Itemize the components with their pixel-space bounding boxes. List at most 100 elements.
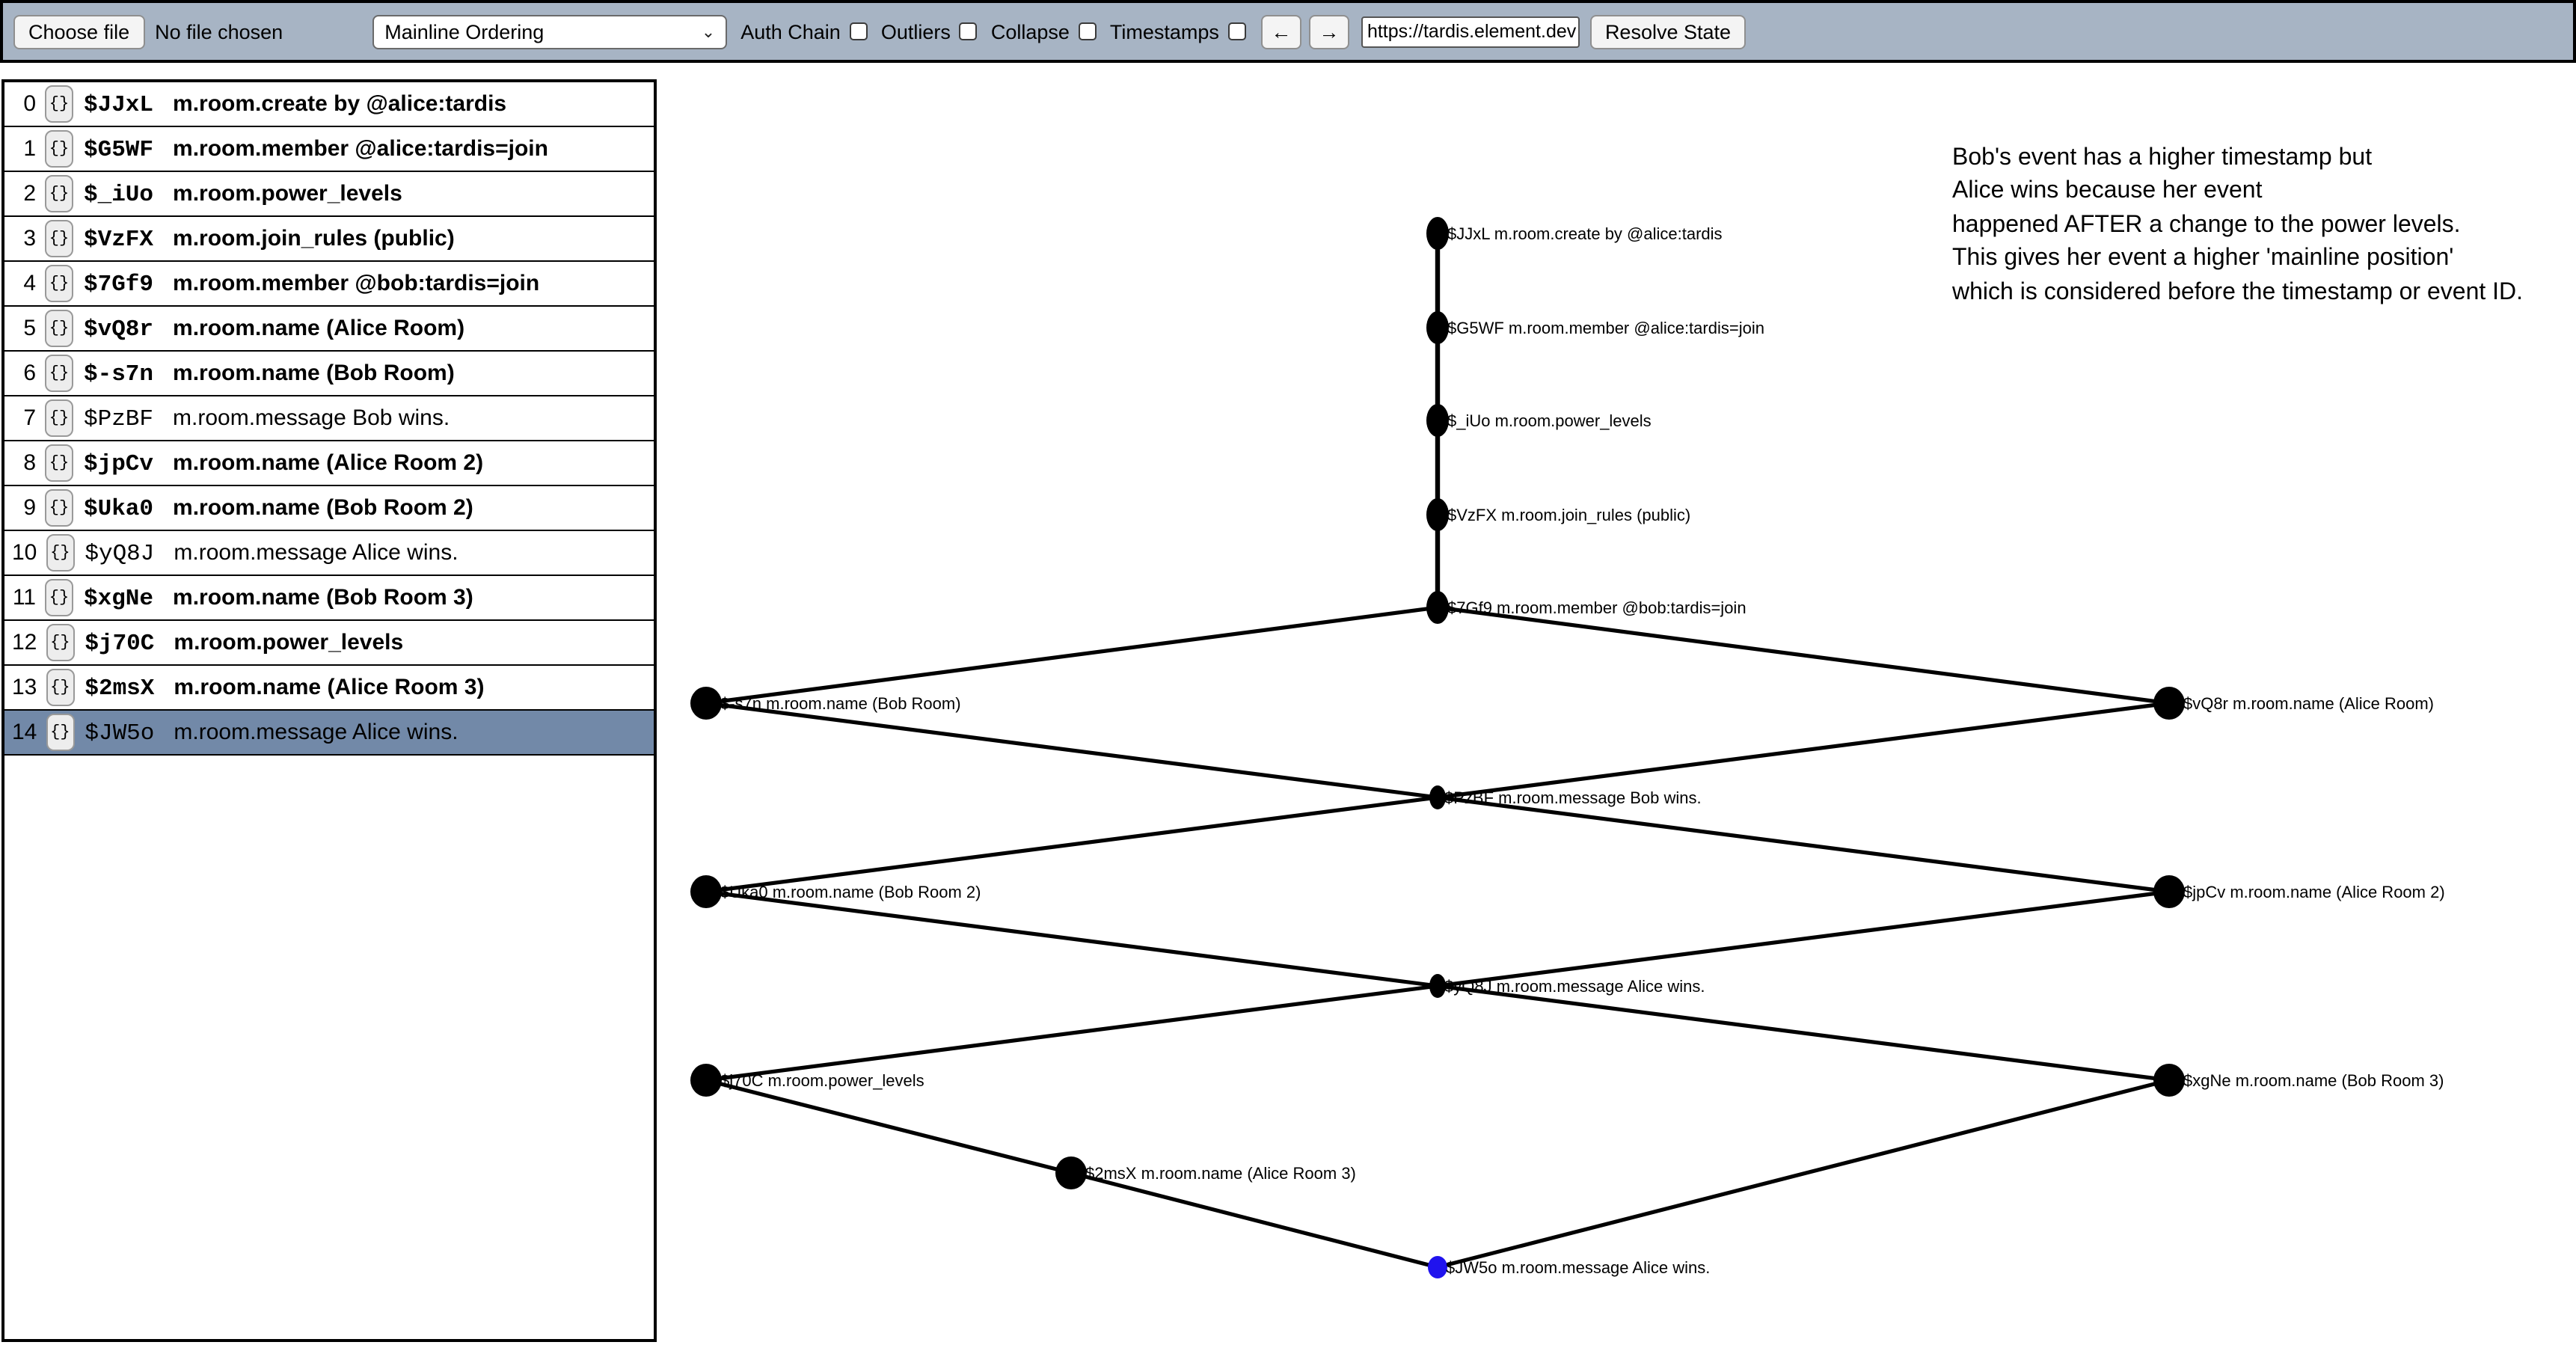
event-id: $G5WF [84,135,154,162]
graph-node[interactable] [1426,311,1449,344]
event-id: $2msX [85,674,155,701]
collapse-checkbox[interactable] [1078,22,1097,40]
timestamps-label: Timestamps [1109,20,1219,43]
event-id: $jpCv [84,450,154,477]
graph-node[interactable] [1055,1156,1087,1189]
braces-button[interactable]: {} [45,265,73,302]
step-back-button[interactable]: ← [1260,14,1301,49]
braces-button[interactable]: {} [45,579,73,616]
braces-button[interactable]: {} [46,669,75,706]
graph-node[interactable] [690,1064,722,1097]
event-id: $7Gf9 [84,270,154,297]
event-index: 2 [23,181,36,206]
auth-chain-checkbox[interactable] [849,22,868,40]
graph-edge [1437,795,2170,894]
outliers-toggle: Outliers [881,20,978,43]
choose-file-button[interactable]: Choose file [13,14,145,49]
graph-node-label: $PzBF m.room.message Bob wins. [1444,788,1702,807]
graph-node-label: $2msX m.room.name (Alice Room 3) [1085,1164,1356,1183]
step-forward-button[interactable]: → [1308,14,1349,49]
braces-button[interactable]: {} [46,624,75,661]
event-description: m.room.power_levels [174,630,404,655]
graph-node-label: $xgNe m.room.name (Bob Room 3) [2183,1071,2444,1090]
event-id: $_iUo [84,180,154,207]
collapse-toggle: Collapse [991,20,1097,43]
graph-node[interactable] [690,687,722,720]
braces-button[interactable]: {} [45,220,73,257]
braces-button[interactable]: {} [45,310,73,347]
event-id: $yQ8J [85,539,155,566]
graph-node[interactable] [2153,875,2185,908]
graph-node-label: $Uka0 m.room.name (Bob Room 2) [720,883,981,901]
event-description: m.room.name (Bob Room) [173,361,455,386]
graph-node-label: $JJxL m.room.create by @alice:tardis [1447,224,1723,243]
event-index: 12 [12,630,37,655]
braces-button[interactable]: {} [46,714,75,751]
event-index: 5 [23,316,36,341]
event-id: $PzBF [84,405,154,432]
graph-edge [705,1078,1072,1175]
event-description: m.room.power_levels [173,181,402,206]
braces-button[interactable]: {} [45,489,73,527]
ordering-select[interactable]: Mainline Ordering ⌄ [372,14,728,49]
graph-edge [1437,701,2170,800]
graph-edge [705,889,1438,988]
braces-button[interactable]: {} [45,444,73,482]
graph-node[interactable] [1426,591,1449,624]
file-status-text: No file chosen [155,20,283,43]
graph-node[interactable] [1429,785,1446,809]
graph-node-label: $JW5o m.room.message Alice wins. [1446,1258,1710,1277]
graph-node-label: $-s7n m.room.name (Bob Room) [720,694,961,713]
graph-node[interactable] [2153,1064,2185,1097]
event-index: 0 [23,91,36,117]
braces-button[interactable]: {} [45,355,73,392]
graph-node[interactable] [1426,404,1449,437]
timestamps-checkbox[interactable] [1227,22,1246,40]
event-description: m.room.name (Alice Room) [173,316,465,341]
graph-node[interactable] [2153,687,2185,720]
event-description: m.room.name (Alice Room 3) [174,675,485,700]
annotation-line: which is considered before the timestamp… [1952,279,2524,305]
braces-button[interactable]: {} [45,175,73,212]
graph-edge [705,984,1438,1082]
braces-button[interactable]: {} [45,399,73,437]
event-id: $j70C [85,629,155,656]
event-description: m.room.name (Bob Room 2) [173,495,473,521]
annotation-line: This gives her event a higher 'mainline … [1952,245,2454,272]
graph-node[interactable] [1428,1256,1447,1278]
graph-node[interactable] [1429,974,1446,998]
braces-button[interactable]: {} [45,85,73,123]
graph-node[interactable] [1426,217,1449,250]
graph-edge [1437,889,2170,988]
list-item[interactable]: 2 {} $_iUo m.room.power_levels [4,172,654,217]
resolve-state-button[interactable]: Resolve State [1589,14,1747,49]
outliers-checkbox[interactable] [959,22,978,40]
auth-chain-toggle: Auth Chain [740,20,868,43]
event-index: 11 [12,585,36,610]
server-url-input[interactable]: https://tardis.element.dev [1361,16,1580,47]
graph-node[interactable] [1426,498,1449,531]
event-id: $-s7n [84,360,154,387]
graph-node-label: $VzFX m.room.join_rules (public) [1447,506,1690,524]
event-id: $JJxL [84,91,154,117]
graph-node[interactable] [690,875,722,908]
list-item[interactable]: 12 {} $j70C m.room.power_levels [4,621,654,666]
braces-button[interactable]: {} [46,534,75,572]
braces-button[interactable]: {} [45,130,73,168]
